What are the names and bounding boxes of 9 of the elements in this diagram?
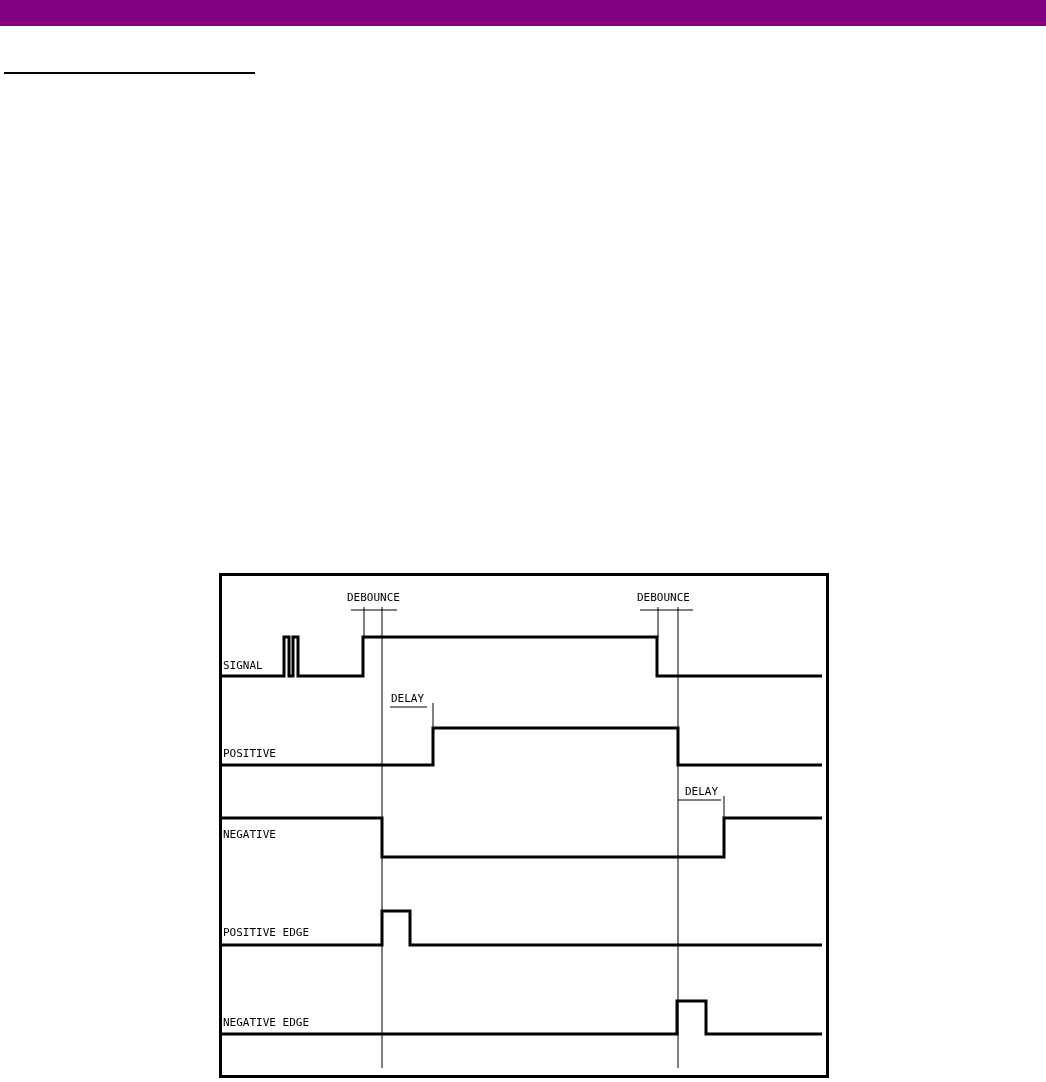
signal-name: POSITIVE EDGE: [222, 927, 311, 939]
signal-name: NEGATIVE: [222, 829, 277, 841]
timing-label: DEBOUNCE: [346, 592, 401, 604]
timing-label: DELAY: [684, 786, 720, 798]
timing-label: DELAY: [390, 693, 426, 705]
signal-name: POSITIVE: [222, 748, 277, 760]
timing-label: DEBOUNCE: [636, 592, 691, 604]
signal-name: SIGNAL: [222, 660, 264, 672]
signal-name: NEGATIVE EDGE: [222, 1017, 311, 1029]
